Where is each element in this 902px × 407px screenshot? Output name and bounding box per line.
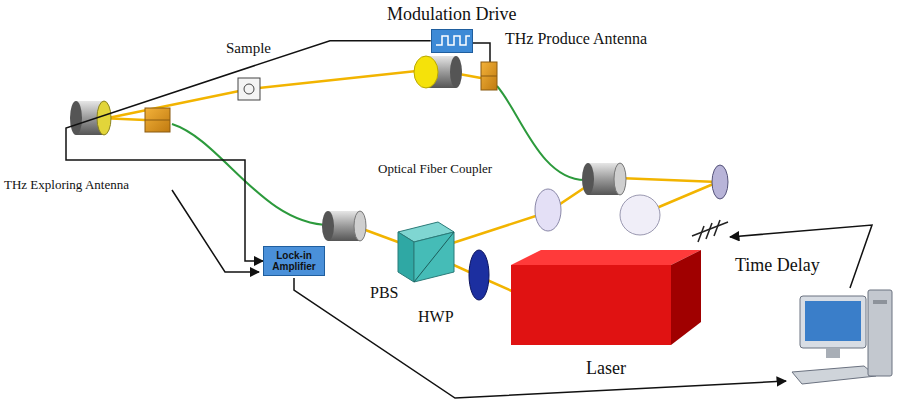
optical-fiber [172,124,330,225]
signal-wire [66,41,431,261]
part-label: Sample [226,40,271,57]
computer-icon [868,290,892,376]
fiber-coupler-lens [322,211,366,241]
control-wire [730,225,872,288]
computer-icon [826,348,840,358]
laser-body [671,250,701,345]
parabolic-mirror [70,101,111,135]
laser-beam [100,70,718,292]
part-label: PBS [370,284,398,302]
part-label: THz Exploring Antenna [4,178,129,192]
delay-stage [692,220,728,242]
optical-fiber [172,86,585,225]
square-wave-symbol [436,36,470,45]
delay-mirror [712,165,728,199]
modulation-drive-box: Modulation Drive [387,4,516,53]
fiber-coupler-lens [614,163,626,195]
polarizing-beam-splitter [398,232,414,282]
detector-antenna [145,120,170,121]
node-label: Laser [586,358,626,379]
instrument-box: Lock-in Amplifier [263,246,325,276]
sample-holder [238,78,260,100]
delay-stage [706,223,712,239]
node-label: Lock-in Amplifier [268,250,320,273]
fiber-coupler-lens [582,163,594,195]
computer-icon [800,296,866,348]
half-wave-plate [469,250,489,300]
delay-stage [698,226,704,242]
fiber-coupler-lens [582,163,626,195]
control-wire [172,190,259,272]
optical-fiber [497,86,585,180]
laser-source: Laser [511,250,701,379]
control-wire [172,43,872,398]
square-wave-symbol [432,30,472,52]
signal-box [431,29,473,53]
sample-holder [244,84,254,94]
laser-body [511,250,701,265]
parabolic-mirror [450,56,462,88]
part-label: Optical Fiber Coupler [378,162,492,176]
computer-icon [873,300,887,304]
part-label: THz Produce Antenna [505,30,647,48]
fiber-coupler-lens [322,211,334,241]
node-label: Modulation Drive [387,4,516,25]
computer-icon [792,290,892,384]
computer-icon [805,301,861,341]
mirror [620,195,660,235]
emitter-antenna [481,62,497,90]
part-label: HWP [418,308,454,326]
polarizing-beam-splitter [414,232,454,282]
delay-stage [714,220,720,236]
laser-body [511,250,701,346]
control-wire [473,43,490,62]
lock-in-amplifier-box: Lock-in Amplifier [263,246,325,276]
mirror [535,189,561,231]
part-label: Time Delay [735,256,820,276]
sample-holder [238,78,260,100]
polarizing-beam-splitter [414,232,454,282]
laser-body [511,265,671,345]
polarizing-beam-splitter [398,222,454,282]
parabolic-mirror [414,56,462,88]
parabolic-mirror [414,56,438,88]
computer-icon [792,366,876,384]
parabolic-mirror [97,101,111,135]
parabolic-mirror [70,101,82,135]
detector-antenna [145,108,170,132]
fiber-coupler-lens [354,211,366,241]
emitter-antenna [481,76,497,77]
